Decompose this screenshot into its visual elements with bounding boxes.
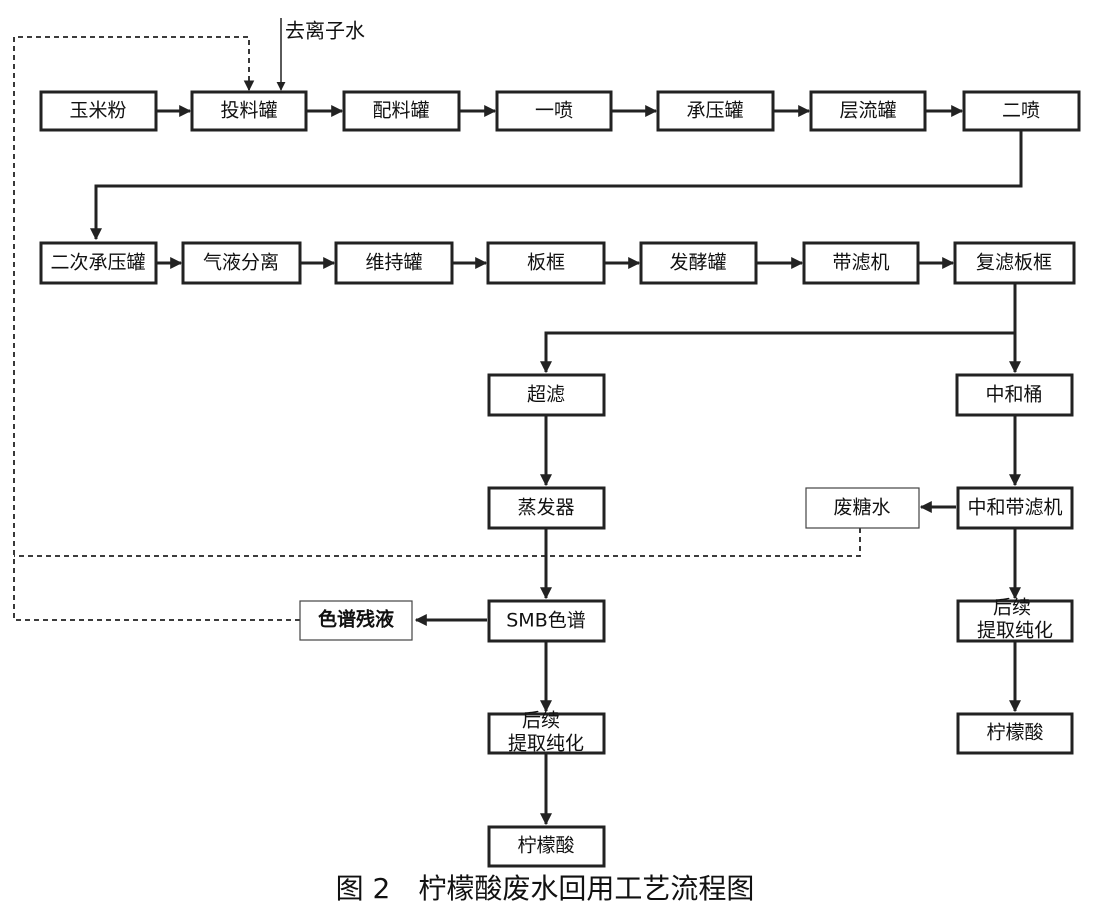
node-evaporator-label: 蒸发器 (517, 497, 574, 519)
node-smb-chromatography: SMB色谱 (487, 599, 606, 643)
node-pressure-tank-label: 承压罐 (686, 100, 743, 122)
node-pressure-tank: 承压罐 (656, 90, 775, 132)
node-holding-tank: 维持罐 (334, 241, 454, 285)
node-second-jet: 二喷 (962, 90, 1081, 132)
node-fermentation-tank-label: 发酵罐 (669, 252, 726, 274)
arrow-refilter-to-ultrafiltration (540, 283, 1017, 374)
deionized-water-label: 去离子水 (285, 19, 365, 43)
node-right-followup-label-2: 提取纯化 (977, 620, 1053, 642)
node-plate-frame: 板框 (486, 241, 606, 285)
node-ultrafiltration-label: 超滤 (527, 384, 565, 406)
node-gas-liquid-separation-label: 气液分离 (203, 252, 279, 274)
node-belt-filter-label: 带滤机 (832, 252, 889, 274)
node-left-followup: 后续 提取纯化 (487, 710, 606, 755)
node-waste-sugar-water: 废糖水 (805, 487, 920, 529)
node-neutralization-tank-label: 中和桶 (985, 384, 1042, 406)
node-corn-flour: 玉米粉 (39, 90, 158, 132)
node-ultrafiltration: 超滤 (487, 373, 606, 417)
node-refilter-plate-frame: 复滤板框 (953, 241, 1076, 285)
node-laminar-tank-label: 层流罐 (839, 100, 896, 122)
node-neutralization-belt-filter: 中和带滤机 (956, 486, 1074, 530)
node-belt-filter: 带滤机 (802, 241, 920, 285)
figure-caption: 图 2 柠檬酸废水回用工艺流程图 (336, 872, 755, 905)
node-feed-tank-label: 投料罐 (220, 100, 277, 122)
node-laminar-tank: 层流罐 (809, 90, 927, 132)
node-neutralization-belt-filter-label: 中和带滤机 (967, 497, 1062, 519)
node-smb-chromatography-label: SMB色谱 (506, 610, 586, 632)
node-gas-liquid-separation: 气液分离 (181, 241, 302, 285)
node-fermentation-tank: 发酵罐 (639, 241, 758, 285)
node-batching-tank-label: 配料罐 (372, 100, 429, 122)
node-feed-tank: 投料罐 (190, 90, 308, 132)
node-left-followup-label-1: 后续 (522, 710, 560, 732)
node-left-followup-label-2: 提取纯化 (508, 733, 584, 755)
connectors (13, 18, 1023, 826)
node-right-followup-label-1: 后续 (993, 597, 1031, 619)
node-evaporator: 蒸发器 (487, 486, 606, 530)
node-second-jet-label: 二喷 (1002, 100, 1040, 122)
node-first-jet-label: 一喷 (535, 100, 573, 122)
node-secondary-pressure-tank-label: 二次承压罐 (50, 252, 145, 274)
node-right-citric-acid-label: 柠檬酸 (986, 722, 1043, 744)
node-chromatography-residue-label: 色谱残液 (318, 608, 395, 631)
arrow-jet2-to-secondary-pressure (90, 130, 1023, 241)
node-secondary-pressure-tank: 二次承压罐 (39, 241, 158, 285)
node-chromatography-residue: 色谱残液 (299, 600, 413, 641)
recycle-chromatography-residue (13, 36, 300, 621)
node-corn-flour-label: 玉米粉 (69, 100, 126, 122)
recycle-waste-sugar-water (14, 528, 861, 557)
node-waste-sugar-water-label: 废糖水 (833, 497, 890, 519)
node-left-citric-acid-label: 柠檬酸 (517, 835, 574, 857)
node-left-citric-acid: 柠檬酸 (487, 825, 606, 868)
node-right-citric-acid: 柠檬酸 (956, 712, 1074, 755)
node-neutralization-tank: 中和桶 (955, 373, 1074, 417)
node-right-followup: 后续 提取纯化 (956, 597, 1074, 643)
node-first-jet: 一喷 (495, 90, 613, 132)
node-refilter-plate-frame-label: 复滤板框 (976, 252, 1052, 274)
node-plate-frame-label: 板框 (527, 252, 565, 274)
node-batching-tank: 配料罐 (342, 90, 461, 132)
node-holding-tank-label: 维持罐 (365, 252, 422, 274)
